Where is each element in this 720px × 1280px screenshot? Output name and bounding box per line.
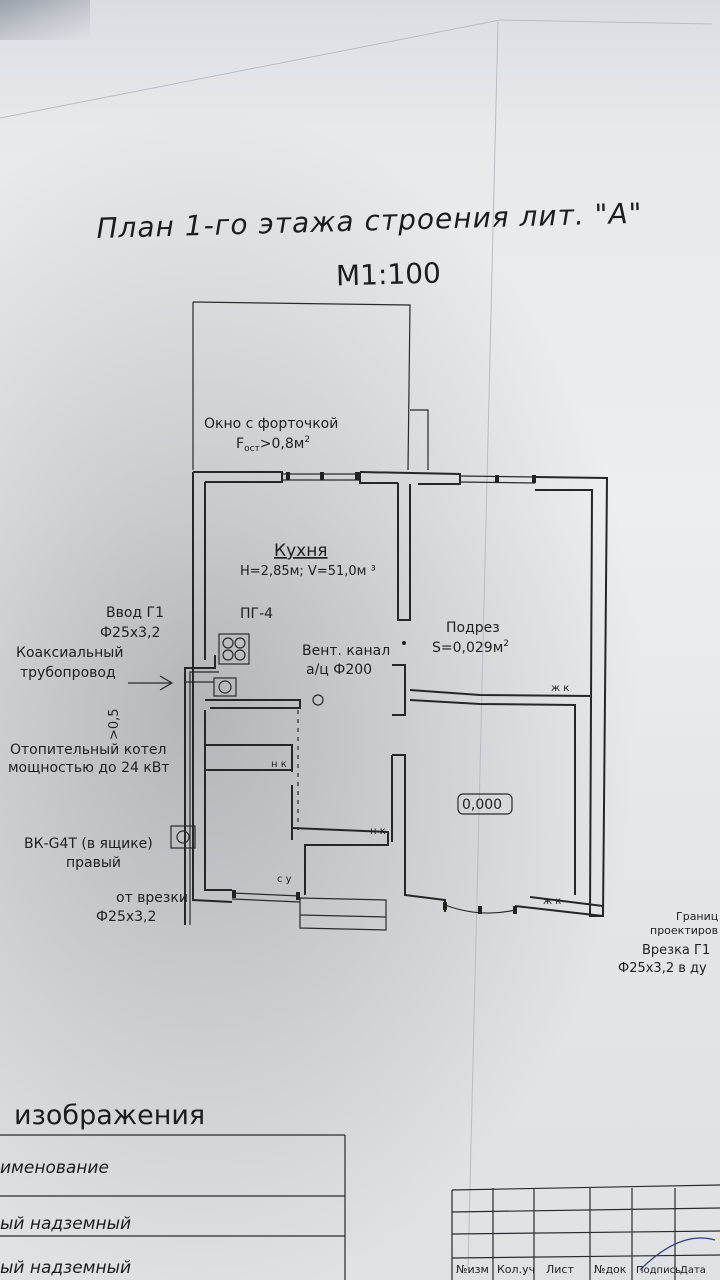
right-label: проектиров <box>650 924 718 937</box>
boiler-label: мощностью до 24 кВт <box>8 760 170 776</box>
wall-partition <box>409 689 591 697</box>
coax-arrow <box>128 675 174 691</box>
wall-partition <box>397 483 411 621</box>
wall-bathroom <box>291 827 389 895</box>
wall-partition <box>392 664 406 716</box>
meter-label: правый <box>66 855 121 871</box>
photo-corner <box>0 0 90 40</box>
room-tag-zhk: ж к <box>551 683 569 694</box>
vent-label: а/ц Ф200 <box>306 662 372 678</box>
wall-left <box>192 472 233 903</box>
room-tag-su: с у <box>277 874 292 885</box>
legend-table <box>0 1134 346 1280</box>
site-contour <box>192 301 411 471</box>
gas-inlet-size: Ф25х3,2 <box>100 625 160 641</box>
title-block-header: Дата <box>680 1265 706 1276</box>
gas-stove-label: ПГ-4 <box>240 606 273 622</box>
signature <box>639 1237 716 1271</box>
gas-meter-icon <box>170 825 196 849</box>
meter-label: ВК-G4T (в ящике) <box>24 836 153 852</box>
wall-partition <box>392 754 446 912</box>
legend-row: ый надземный <box>0 1214 132 1234</box>
room-name: Кухня <box>274 541 328 561</box>
cut-label: Подрез <box>446 620 500 636</box>
room-tag-nk: н к <box>271 759 287 770</box>
coax-label: трубопровод <box>20 665 116 681</box>
legend-section-title: изображения <box>14 1100 206 1131</box>
title-block-header: №изм <box>456 1263 489 1276</box>
gas-pipe <box>189 671 219 925</box>
right-label: Ф25х3,2 в ду <box>618 961 707 976</box>
wall-partition <box>204 760 292 771</box>
cut-point <box>402 641 406 645</box>
right-label: Границ <box>676 910 718 923</box>
boiler-icon <box>213 677 237 697</box>
wall-bottom <box>231 892 301 897</box>
room-tag-nk: н к <box>370 826 386 837</box>
window-label: Окно с форточкой <box>204 416 338 432</box>
gas-stove-icon <box>218 633 250 665</box>
title-block <box>451 1184 720 1280</box>
coax-label: Коаксиальный <box>16 645 123 661</box>
gas-pipe <box>184 655 216 925</box>
title-block-header: Лист <box>546 1263 574 1276</box>
wall-bottom <box>231 898 301 903</box>
porch <box>299 897 387 931</box>
wall-bottom <box>514 896 604 918</box>
vent-label: Вент. канал <box>302 643 390 659</box>
room-tag-zhk: ж к <box>543 896 561 907</box>
wall-partition <box>205 744 293 772</box>
level-mark-box <box>457 793 513 815</box>
wall-partition <box>409 699 576 895</box>
tap-label: от врезки <box>116 890 188 906</box>
site-contour <box>410 409 429 470</box>
level-mark: 0,000 <box>462 797 502 813</box>
vent-duct-icon <box>312 694 324 706</box>
title-block-header: Кол.уч <box>497 1263 535 1276</box>
title-block-header: №док <box>594 1263 627 1276</box>
paper-fold-line <box>467 21 499 1271</box>
height-mark: >0,5 <box>107 708 122 740</box>
wall-kitchen-bottom <box>205 699 301 709</box>
tap-label: Ф25х3,2 <box>96 909 156 925</box>
title-block-header: Подпись <box>636 1265 681 1276</box>
legend-row: именование <box>0 1158 109 1178</box>
gas-inlet-label: Ввод Г1 <box>106 605 164 621</box>
room-params: H=2,85м; V=51,0м ³ <box>240 564 376 579</box>
boiler-label: Отопительный котел <box>10 742 166 758</box>
cut-area: S=0,029м2 <box>432 639 509 656</box>
right-label: Врезка Г1 <box>642 943 710 958</box>
paper-fold-line <box>0 19 501 119</box>
paper-fold-line <box>499 19 713 25</box>
wall-top <box>193 471 609 917</box>
wall-left-inner <box>204 710 232 891</box>
porch-step <box>299 914 387 918</box>
legend-row: ый надземный <box>0 1258 132 1278</box>
window-area-label: Fост>0,8м2 <box>236 435 310 454</box>
